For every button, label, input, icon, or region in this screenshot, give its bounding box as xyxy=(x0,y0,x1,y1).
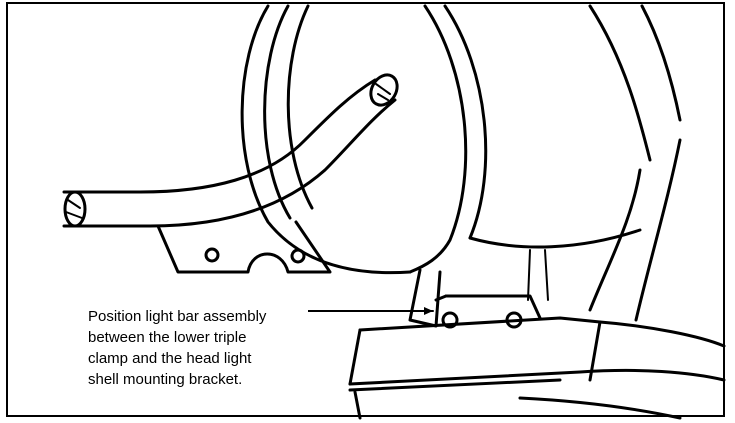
callout-line-2: between the lower triple xyxy=(88,329,247,346)
callout-text: Position light bar assembly between the … xyxy=(88,306,308,390)
mounting-bracket xyxy=(156,220,332,274)
light-bar-tube xyxy=(62,73,399,228)
leader-arrowhead xyxy=(424,307,433,315)
triple-clamp xyxy=(348,138,726,420)
callout-line-3: clamp and the head light xyxy=(88,350,252,367)
callout-line-4: shell mounting bracket. xyxy=(88,371,243,388)
headlight-shell xyxy=(240,4,682,275)
callout-line-1: Position light bar assembly xyxy=(88,308,267,325)
